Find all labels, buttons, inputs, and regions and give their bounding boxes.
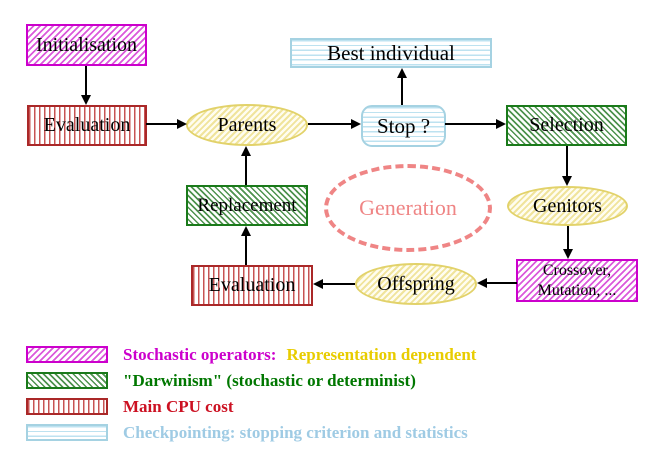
arrow-stop-to-selection: [445, 119, 506, 129]
crossover-mutation-label: Crossover, Mutation, ...: [538, 261, 617, 301]
node-genitors: Genitors: [507, 186, 628, 226]
node-initialisation: Initialisation: [26, 24, 147, 66]
arrow-genitors-to-crossover: [563, 226, 573, 259]
node-selection: Selection: [506, 105, 627, 146]
node-parents: Parents: [186, 104, 308, 146]
node-offspring: Offspring: [355, 263, 477, 305]
legend-label-checkpointing: Checkpointing: stopping criterion and st…: [123, 422, 468, 442]
legend-row-checkpointing: Checkpointing: stopping criterion and st…: [26, 422, 468, 442]
legend-label-darwinism: "Darwinism" (stochastic or determinist): [123, 370, 416, 390]
node-stop: Stop ?: [361, 105, 446, 147]
generation-cycle-ellipse: Generation: [324, 164, 492, 252]
legend-swatch-darwinism: [26, 372, 108, 389]
arrow-evaluation-to-parents: [146, 119, 187, 129]
crossover-line: Crossover,: [542, 261, 612, 279]
legend-row-stochastic: Stochastic operators: Representation dep…: [26, 344, 477, 364]
generation-label: Generation: [359, 195, 457, 220]
arrow-stop-to-best-individual: [397, 68, 407, 105]
node-replacement: Replacement: [186, 185, 308, 226]
arrow-crossover-to-offspring: [477, 278, 517, 288]
legend-label-cpu-cost: Main CPU cost: [123, 396, 234, 416]
legend-row-cpu-cost: Main CPU cost: [26, 396, 234, 416]
node-evaluation-bottom: Evaluation: [191, 265, 313, 306]
arrow-initialisation-to-evaluation: [81, 66, 91, 105]
mutation-line: Mutation, ...: [537, 281, 617, 299]
arrow-evaluation-to-replacement: [241, 226, 251, 265]
node-best-individual: Best individual: [290, 38, 492, 68]
legend-label-representation-dependent: Representation dependent: [286, 344, 477, 364]
legend-label-stochastic-operators: Stochastic operators:: [123, 344, 277, 364]
arrow-selection-to-genitors: [562, 146, 572, 186]
node-crossover-mutation: Crossover, Mutation, ...: [516, 259, 638, 302]
arrow-offspring-to-evaluation: [313, 279, 355, 289]
node-evaluation-top: Evaluation: [27, 105, 147, 146]
legend-swatch-stochastic-operators: [26, 346, 108, 363]
arrow-replacement-to-parents: [241, 146, 251, 185]
legend-row-darwinism: "Darwinism" (stochastic or determinist): [26, 370, 416, 390]
legend-swatch-cpu-cost: [26, 398, 108, 415]
legend-swatch-checkpointing: [26, 424, 108, 441]
arrow-parents-to-stop: [308, 119, 361, 129]
